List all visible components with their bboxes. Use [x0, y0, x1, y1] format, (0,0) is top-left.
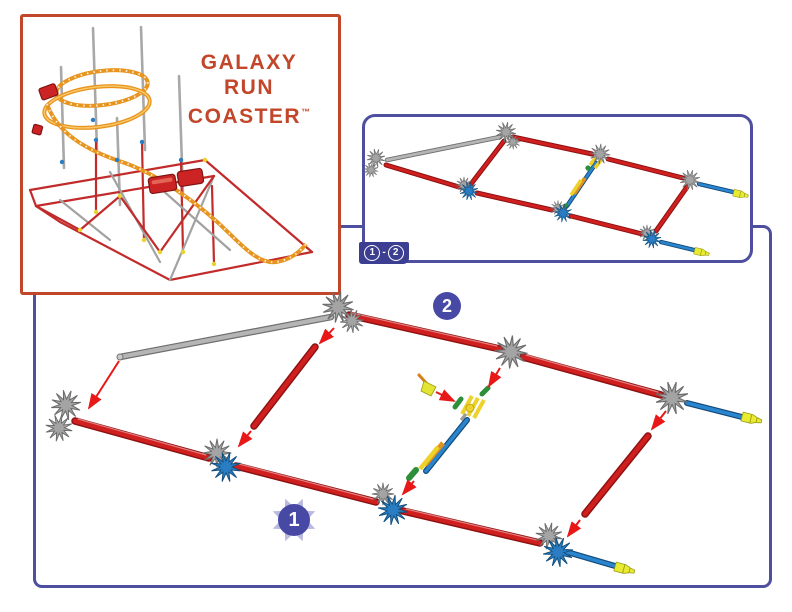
step-badge-1-number: 1 — [278, 504, 310, 536]
title-line-1: GALAXY — [200, 51, 298, 74]
trademark: ™ — [301, 107, 311, 117]
title-line-2: RUN — [224, 76, 274, 99]
step-badge-2: 2 — [433, 292, 461, 320]
product-title: GALAXY RUN COASTER™ — [163, 50, 335, 129]
step-range-dash: - — [382, 247, 386, 258]
title-line-3: COASTER™ — [187, 105, 311, 128]
product-card: GALAXY RUN COASTER™ — [20, 14, 341, 295]
step-circle-1: 1 — [364, 245, 381, 261]
step-circle-2: 2 — [387, 245, 404, 261]
step-badge-1: 1 — [270, 496, 318, 544]
step-range-label: 1 - 2 — [359, 242, 409, 264]
preview-panel — [362, 114, 753, 263]
